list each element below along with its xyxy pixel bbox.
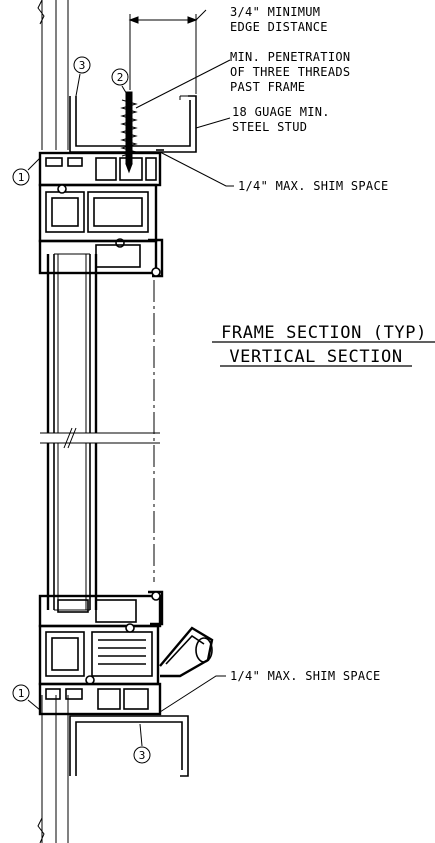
svg-text:2: 2: [117, 71, 124, 84]
top-steel-stud: [69, 95, 197, 153]
callout-1-bottom: 1: [12, 684, 30, 702]
title-line2: VERTICAL SECTION: [229, 347, 402, 367]
title-line1: FRAME SECTION (TYP): [221, 323, 427, 343]
wall-section: [37, 0, 69, 843]
head-frame: [38, 149, 164, 278]
section-title: FRAME SECTION (TYP) VERTICAL SECTION: [212, 323, 435, 367]
bottom-steel-stud: [40, 713, 189, 777]
callout-1-top: 1: [12, 168, 30, 186]
anchor-screw: [120, 91, 138, 174]
callout-2: 2: [111, 68, 129, 86]
glazing-panel: [40, 253, 160, 611]
note-stud-line1: 18 GUAGE MIN.: [232, 105, 330, 119]
callout-3-bottom: 3: [133, 746, 151, 764]
svg-text:3: 3: [139, 749, 146, 762]
note-shim-bottom: 1/4" MAX. SHIM SPACE: [230, 669, 381, 683]
svg-text:3: 3: [79, 59, 86, 72]
edge-distance-dimension: [128, 9, 231, 109]
note-penetration-line1: MIN. PENETRATION: [230, 50, 350, 64]
note-penetration-line3: PAST FRAME: [230, 80, 305, 94]
leader-lines: [27, 73, 234, 747]
svg-text:1: 1: [18, 171, 25, 184]
svg-text:1: 1: [18, 687, 25, 700]
callout-3-top: 3: [73, 56, 91, 74]
note-edge-distance-line2: EDGE DISTANCE: [230, 20, 328, 34]
note-penetration-line2: OF THREE THREADS: [230, 65, 350, 79]
note-shim-top: 1/4" MAX. SHIM SPACE: [238, 179, 389, 193]
sill-frame: [38, 590, 214, 716]
note-stud-line2: STEEL STUD: [232, 120, 307, 134]
note-edge-distance-line1: 3/4" MINIMUM: [230, 5, 320, 19]
